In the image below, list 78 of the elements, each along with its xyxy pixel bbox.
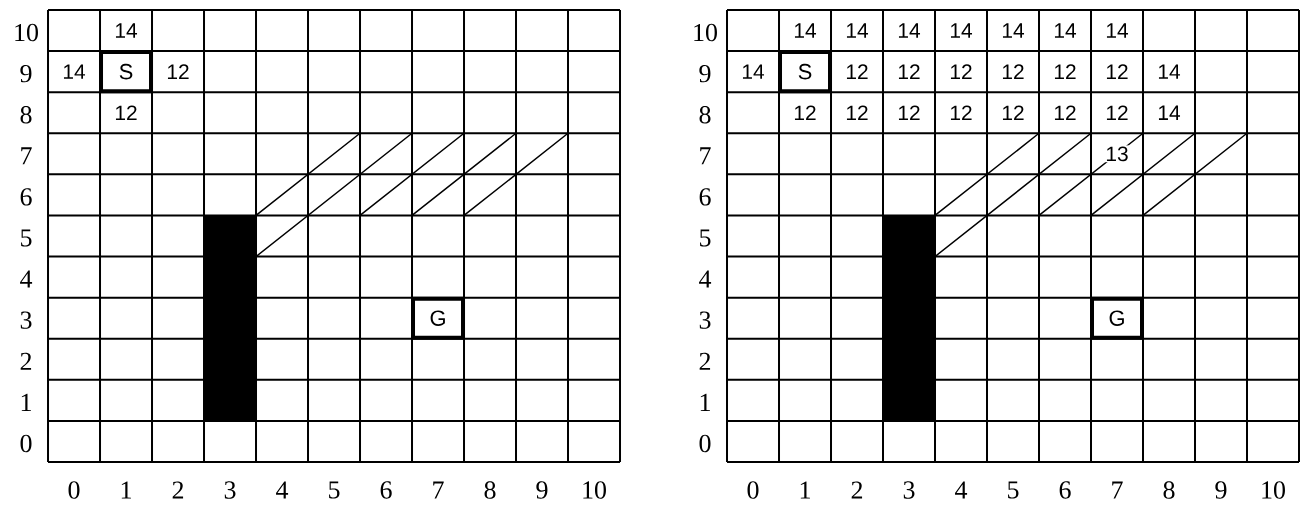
cell-value: 12: [1052, 104, 1078, 122]
axis-label: 6: [1059, 481, 1071, 499]
axis-label: 0: [20, 434, 32, 453]
axis-label: 4: [955, 481, 968, 499]
axis-label: 5: [329, 481, 340, 499]
cell-value: 12: [896, 63, 922, 80]
axis-label: 10: [1262, 481, 1285, 499]
cell-value: 12: [948, 104, 974, 122]
axis-label: 1: [700, 393, 710, 411]
axis-label: 2: [851, 481, 863, 499]
cell-value: 12: [948, 63, 974, 80]
axis-label: 2: [20, 352, 32, 370]
axis-label: 8: [484, 481, 496, 499]
axis-label: 9: [1215, 481, 1227, 499]
axis-label: 0: [699, 434, 711, 453]
axis-label: 8: [699, 106, 711, 124]
axis-label: 10: [15, 23, 38, 42]
cell-value: 14: [844, 22, 870, 39]
cell-value: 14: [948, 22, 974, 39]
cell-value: 14: [1000, 22, 1026, 39]
obstacle-block: [882, 215, 936, 421]
axis-label: 4: [276, 481, 289, 499]
axis-label: 0: [68, 481, 80, 499]
marked-cell: S: [99, 50, 153, 94]
axis-label: 3: [224, 481, 236, 499]
axis-label: 5: [21, 229, 32, 247]
cell-value: 12: [896, 104, 922, 122]
axis-label: 1: [121, 481, 131, 499]
marked-cell: G: [411, 296, 465, 340]
axis-label: 1: [21, 393, 31, 411]
axis-label: 3: [699, 311, 711, 329]
cell-value: 12: [1052, 63, 1078, 80]
cell-value: 14: [1052, 22, 1078, 39]
marked-cell: S: [778, 50, 832, 94]
axis-label: 4: [20, 270, 33, 288]
axis-label: 7: [1112, 481, 1123, 499]
axis-label: 2: [699, 352, 711, 370]
cell-value: 14: [113, 22, 139, 39]
axis-label: 6: [380, 481, 392, 499]
axis-label: 6: [20, 188, 32, 206]
cell-value: 12: [113, 104, 139, 122]
axis-label: 1: [800, 481, 810, 499]
axis-label: 10: [694, 23, 717, 42]
cell-value: 14: [1156, 104, 1182, 121]
axis-label: 4: [699, 270, 712, 288]
cell-value: 13: [1104, 145, 1130, 163]
axis-label: 3: [903, 481, 915, 499]
marked-cell: G: [1090, 296, 1144, 340]
axis-label: 10: [583, 481, 606, 499]
axis-label: 3: [20, 311, 32, 329]
axis-label: 2: [172, 481, 184, 499]
cell-value: 14: [896, 22, 922, 39]
axis-label: 8: [1163, 481, 1175, 499]
cell-value: 14: [1104, 22, 1130, 39]
axis-label: 5: [1008, 481, 1019, 499]
axis-label: 7: [21, 147, 32, 165]
cell-value: 12: [792, 104, 818, 122]
axis-label: 0: [747, 481, 759, 499]
axis-label: 9: [699, 64, 711, 83]
axis-label: 8: [20, 106, 32, 124]
axis-label: 6: [699, 188, 711, 206]
cell-value: 12: [1000, 63, 1026, 80]
axis-label: 7: [433, 481, 444, 499]
cell-value: 12: [1104, 104, 1130, 122]
axis-label: 7: [700, 147, 711, 165]
cell-value: 12: [1000, 104, 1026, 122]
cell-value: 14: [740, 63, 766, 80]
axis-label: 9: [20, 64, 32, 83]
axis-label: 9: [536, 481, 548, 499]
cell-value: 12: [165, 63, 191, 80]
cell-value: 12: [1104, 63, 1130, 80]
obstacle-block: [203, 215, 257, 421]
cell-value: 14: [792, 22, 818, 39]
cell-value: 14: [61, 63, 87, 80]
cell-value: 14: [1156, 63, 1182, 80]
cell-value: 12: [844, 104, 870, 122]
axis-label: 5: [700, 229, 711, 247]
cell-value: 12: [844, 63, 870, 80]
